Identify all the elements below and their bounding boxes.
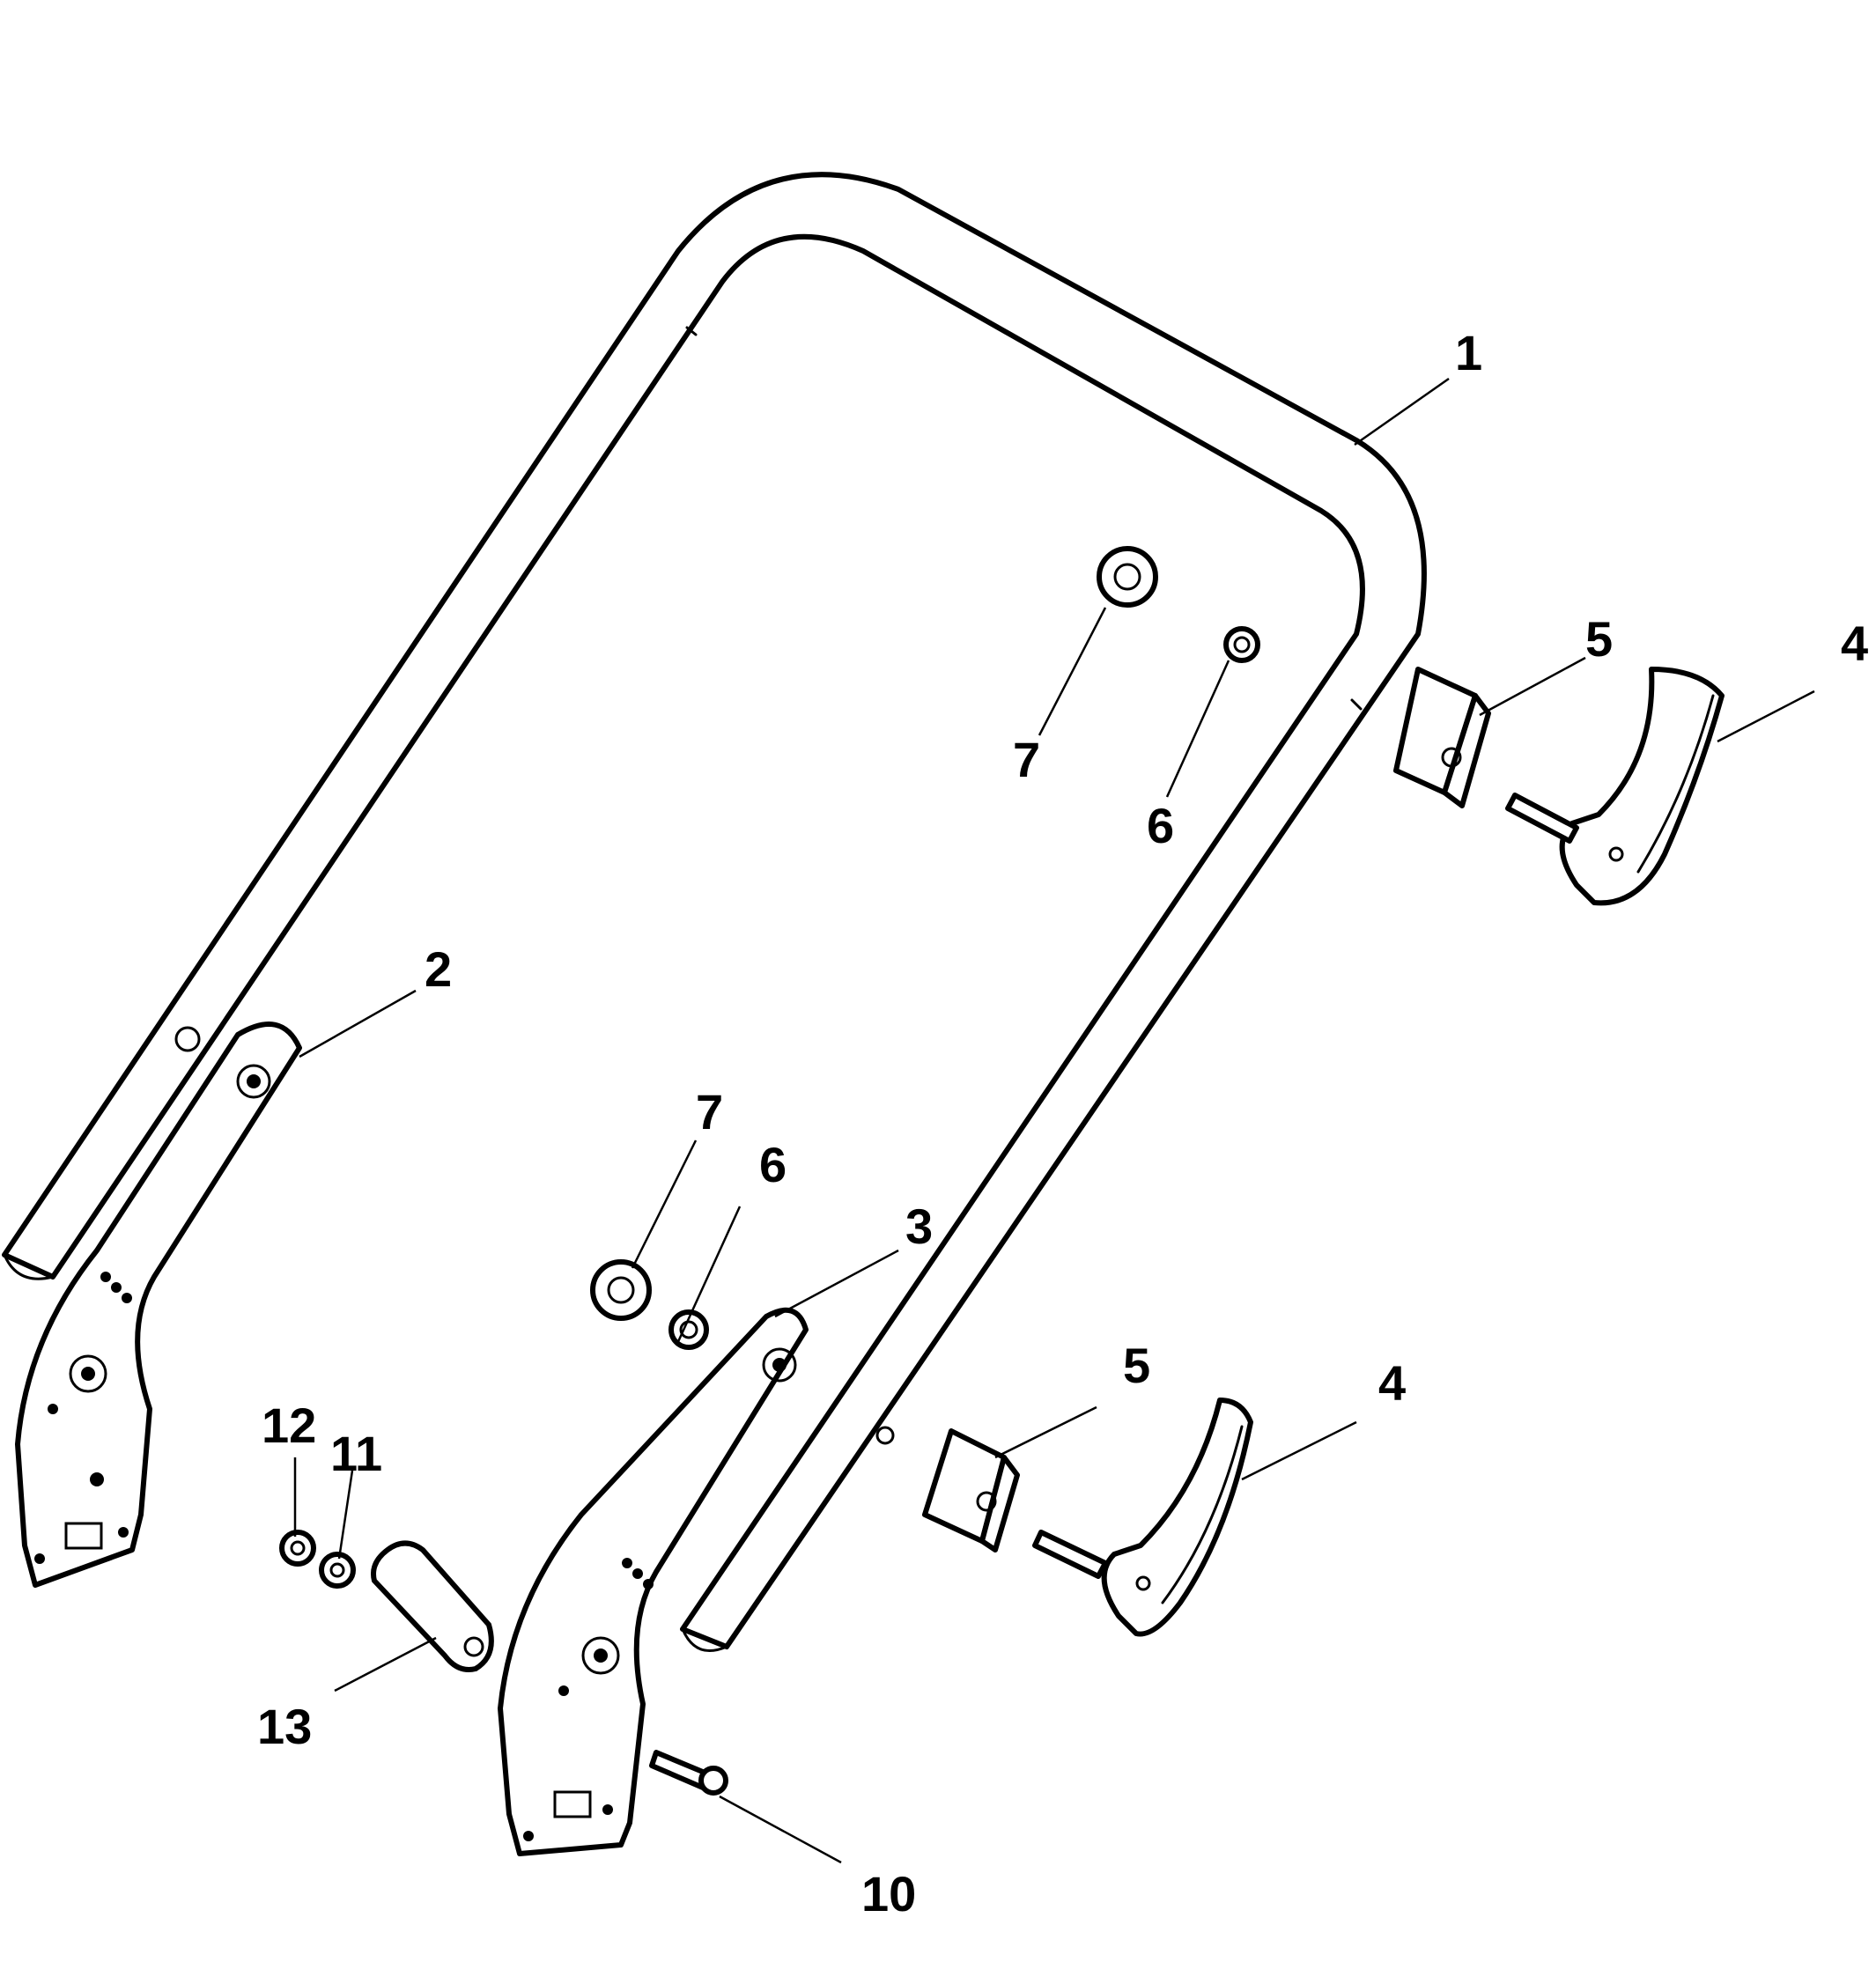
callout-12: 12 [262, 1398, 316, 1453]
left-bracket [15, 1022, 302, 1588]
handle-bar-outer [2, 172, 1427, 1649]
callout-6-upper: 6 [1147, 798, 1174, 853]
knob-lever-lower [1032, 1398, 1253, 1637]
leader-lines [293, 377, 1815, 1864]
callout-7-upper: 7 [1013, 732, 1040, 787]
callout-11: 11 [330, 1426, 382, 1481]
knob-lever-upper [1505, 667, 1725, 906]
flange-nut-upper [1223, 626, 1260, 663]
star-knob-lower [590, 1259, 652, 1321]
screw [649, 1750, 728, 1796]
washer [319, 1552, 356, 1589]
callout-5-upper: 5 [1585, 611, 1613, 667]
callout-1: 1 [1455, 325, 1482, 380]
callout-3: 3 [905, 1199, 933, 1254]
callout-13: 13 [257, 1699, 312, 1754]
callout-labels: 1 2 3 4 4 5 5 6 6 7 7 10 11 12 13 [257, 325, 1868, 1921]
callout-4-upper: 4 [1841, 616, 1868, 671]
callout-2: 2 [425, 941, 452, 997]
right-bracket [498, 1307, 809, 1856]
callout-6-lower: 6 [759, 1137, 787, 1192]
hex-nut [279, 1530, 316, 1567]
spacer-block-lower [922, 1428, 1020, 1553]
callout-4-lower: 4 [1378, 1355, 1406, 1411]
clamp [371, 1540, 494, 1672]
callout-7-lower: 7 [696, 1084, 723, 1140]
handle-bar [2, 172, 1427, 1652]
star-knob-upper [1097, 546, 1158, 608]
callout-5-lower: 5 [1123, 1338, 1150, 1393]
spacer-block-upper [1393, 667, 1491, 808]
callout-10: 10 [861, 1866, 916, 1921]
